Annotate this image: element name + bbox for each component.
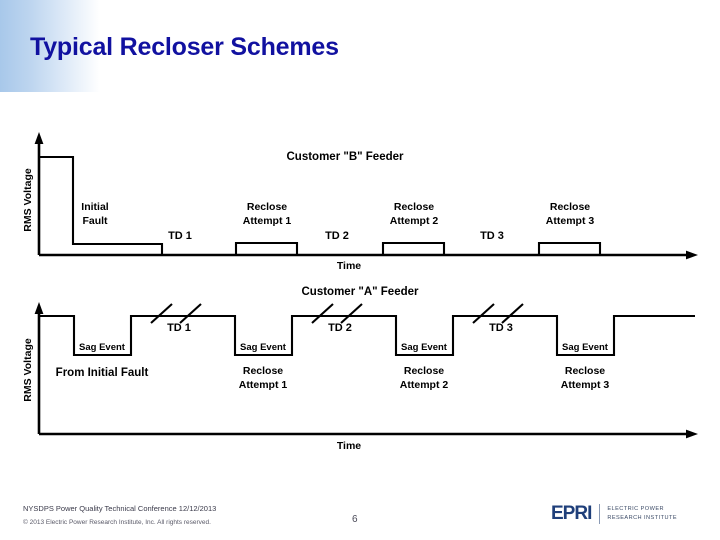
epri-tagline-line1: ELECTRIC POWER: [607, 506, 665, 513]
epri-tagline-line2: RESEARCH INSTITUTE: [607, 515, 677, 521]
chart-b-td1-label: TD 1: [168, 230, 192, 242]
chart-a-td2-label: TD 2: [328, 322, 352, 334]
chart-a-x-axis: [39, 429, 698, 439]
chart-b-reclose-1-label-line1: Reclose: [247, 201, 287, 213]
footer-conference-text: NYSDPS Power Quality Technical Conferenc…: [23, 504, 217, 513]
chart-b-y-axis: [34, 132, 44, 255]
chart-b-reclose-3-label-line2: Attempt 3: [546, 215, 595, 227]
epri-tagline: ELECTRIC POWER RESEARCH INSTITUTE: [607, 505, 677, 522]
chart-a-from-initial-fault-label: From Initial Fault: [56, 367, 149, 379]
chart-a-sag-event-4-label: Sag Event: [562, 342, 609, 353]
chart-a-reclose-2-label-line1: Reclose: [404, 365, 444, 377]
footer-copyright-text: © 2013 Electric Power Research Institute…: [23, 519, 211, 526]
page-title: Typical Recloser Schemes: [30, 33, 339, 61]
logo-divider: [599, 504, 601, 524]
page-number: 6: [352, 514, 358, 525]
chart-a-sag-event-1-label: Sag Event: [79, 342, 126, 353]
chart-a-y-axis: [34, 302, 44, 434]
slide-footer: NYSDPS Power Quality Technical Conferenc…: [0, 492, 720, 540]
chart-a-break-mark-td1: [150, 303, 202, 324]
epri-logo: EPRI ELECTRIC POWER RESEARCH INSTITUTE: [551, 500, 701, 528]
chart-a-reclose-1-label-line2: Attempt 1: [239, 379, 288, 391]
chart-a-td3-label: TD 3: [489, 322, 513, 334]
chart-b-td2-label: TD 2: [325, 230, 349, 242]
chart-a-reclose-3-label-line1: Reclose: [565, 365, 605, 377]
chart-b-reclose-2-label-line2: Attempt 2: [390, 215, 439, 227]
chart-b-reclose-2-label-line1: Reclose: [394, 201, 434, 213]
chart-customer-b-feeder: RMS Voltage Time Customer "B" Feeder Ini…: [22, 132, 698, 272]
chart-a-y-axis-label: RMS Voltage: [22, 338, 34, 402]
chart-a-sag-event-3-label: Sag Event: [401, 342, 448, 353]
chart-b-waveform: [40, 155, 688, 257]
chart-b-td3-label: TD 3: [480, 230, 504, 242]
chart-a-reclose-2-label-line2: Attempt 2: [400, 379, 449, 391]
chart-a-td1-label: TD 1: [167, 322, 191, 334]
title-gradient-band: [0, 0, 100, 92]
epri-wordmark: EPRI: [551, 503, 592, 524]
chart-b-title: Customer "B" Feeder: [287, 151, 405, 163]
chart-b-reclose-1-label-line2: Attempt 1: [243, 215, 292, 227]
recloser-scheme-diagram: RMS Voltage Time Customer "B" Feeder Ini…: [0, 118, 720, 458]
chart-a-break-mark-td2: [311, 303, 363, 324]
chart-b-initial-fault-label-line1: Initial: [81, 201, 109, 213]
chart-b-initial-fault-label-line2: Fault: [82, 215, 108, 227]
chart-a-sag-event-2-label: Sag Event: [240, 342, 287, 353]
chart-a-reclose-1-label-line1: Reclose: [243, 365, 283, 377]
chart-b-reclose-3-label-line1: Reclose: [550, 201, 590, 213]
chart-a-x-axis-label: Time: [337, 440, 361, 452]
chart-b-x-axis-label: Time: [337, 260, 361, 272]
chart-a-waveform: [40, 314, 695, 357]
chart-b-y-axis-label: RMS Voltage: [22, 168, 34, 232]
chart-a-reclose-3-label-line2: Attempt 3: [561, 379, 610, 391]
chart-a-title: Customer "A" Feeder: [302, 286, 420, 298]
chart-customer-a-feeder: Customer "A" Feeder RMS Voltage Time: [22, 286, 698, 452]
chart-a-break-mark-td3: [472, 303, 524, 324]
